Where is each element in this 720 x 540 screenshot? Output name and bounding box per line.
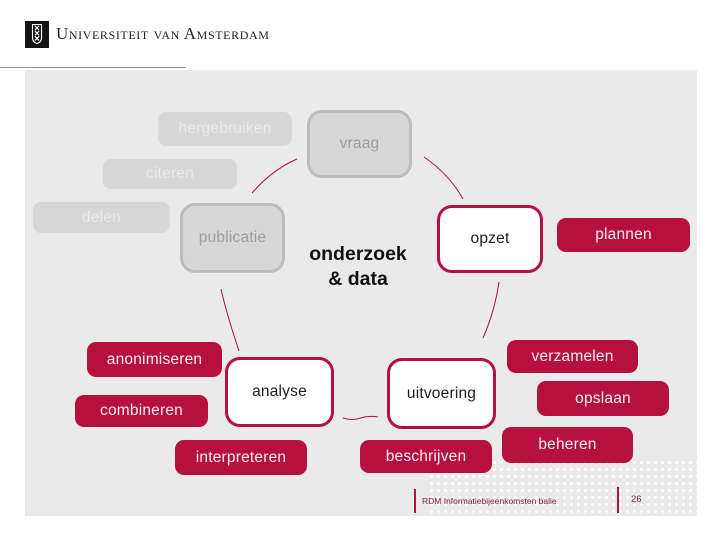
phase-box-uitvoering: uitvoering [387, 358, 496, 429]
center-title-line1: onderzoek [309, 243, 407, 265]
uva-crest-icon [25, 21, 49, 48]
activity-label-anonimiseren: anonimiseren [87, 342, 222, 377]
activity-label-verzamelen: verzamelen [507, 340, 638, 373]
activity-label-hergebruiken: hergebruiken [158, 112, 292, 146]
activity-label-text: opslaan [575, 389, 631, 407]
phase-box-text: uitvoering [406, 384, 477, 402]
footer-page-divider-bar [617, 487, 619, 513]
activity-label-text: plannen [595, 226, 652, 243]
activity-label-text: beheren [538, 436, 597, 453]
phase-box-text: publicatie [198, 229, 267, 246]
activity-label-beschrijven: beschrijven [360, 440, 492, 473]
activity-label-plannen: plannen [557, 218, 690, 252]
activity-label-text: verzamelen [531, 347, 614, 365]
phase-box-vraag: vraag [307, 110, 412, 178]
center-title-line2: & data [328, 268, 388, 290]
footer-divider-bar [414, 489, 416, 513]
activity-label-text: citeren [146, 165, 194, 182]
page-number: 26 [631, 494, 642, 505]
diagram-center-title: onderzoek & data [291, 242, 425, 292]
header-divider [0, 67, 186, 68]
phase-box-text: analyse [252, 383, 307, 400]
phase-box-opzet: opzet [437, 205, 543, 273]
phase-box-text: opzet [470, 230, 510, 247]
activity-label-opslaan: opslaan [537, 381, 669, 416]
activity-label-text: combineren [100, 402, 183, 419]
activity-label-beheren: beheren [502, 427, 633, 463]
phase-box-publicatie: publicatie [180, 203, 285, 273]
activity-label-text: hergebruiken [178, 120, 272, 137]
phase-box-text: vraag [339, 135, 380, 152]
activity-label-text: beschrijven [385, 447, 467, 465]
activity-label-delen: delen [33, 202, 170, 233]
activity-label-interpreteren: interpreteren [175, 440, 307, 475]
university-name: Universiteit van Amsterdam [56, 24, 270, 43]
footer-label: RDM Informatiebijeenkomsten balie [422, 496, 557, 506]
phase-box-analyse: analyse [225, 357, 334, 427]
activity-label-text: anonimiseren [106, 350, 203, 368]
activity-label-text: delen [82, 208, 121, 226]
activity-label-citeren: citeren [103, 159, 237, 189]
activity-label-combineren: combineren [75, 395, 208, 427]
activity-label-text: interpreteren [195, 448, 287, 466]
